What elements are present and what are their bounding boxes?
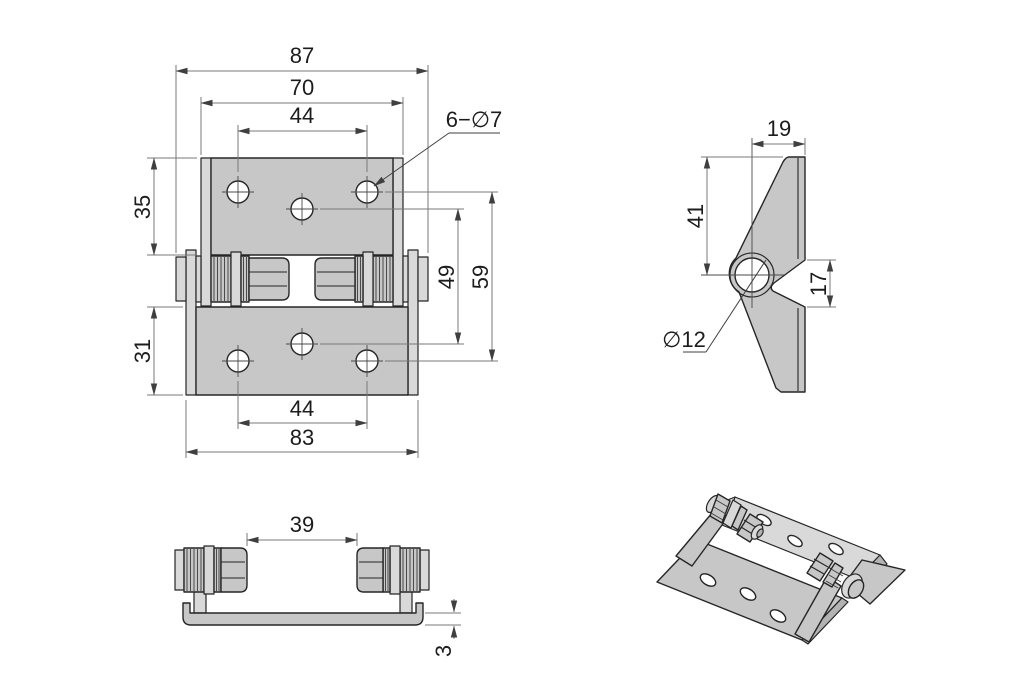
hex-nut-left-bottom — [220, 547, 248, 593]
dim-3-label: 3 — [431, 645, 456, 657]
pin-washers — [175, 255, 429, 303]
dim-87-label: 87 — [290, 43, 314, 68]
knurl-hatch — [243, 257, 247, 301]
knurl-hatch — [216, 549, 220, 591]
hinge-barrel-left — [210, 251, 290, 307]
dim-70-label: 70 — [290, 75, 314, 100]
hole — [351, 176, 383, 208]
dim-flange-width-70: 70 — [200, 75, 404, 155]
dim-83-label: 83 — [290, 425, 314, 450]
dim-59-label: 59 — [468, 265, 493, 289]
dim-tab-width-19: 19 — [751, 116, 806, 155]
iso-lower-right-tab — [794, 576, 842, 643]
bottom-view: 39 3 — [174, 512, 461, 657]
mounting-holes — [222, 176, 383, 377]
knurl-hatch — [186, 549, 202, 591]
isometric-view — [656, 493, 906, 645]
dim-31-label: 31 — [130, 339, 155, 363]
front-view: 87 70 44 6−∅7 35 31 — [130, 43, 502, 458]
knurl-hatch — [825, 568, 844, 589]
dim-44-top-label: 44 — [290, 103, 314, 128]
dim-44-bottom-label: 44 — [290, 396, 314, 421]
iso-lower-leaf — [656, 512, 849, 645]
dim-41-label: 41 — [683, 204, 708, 228]
hole — [351, 345, 383, 377]
dim-35-label: 35 — [130, 195, 155, 219]
knurl-hatch — [357, 257, 361, 301]
dim-tab-height-41: 41 — [683, 156, 783, 276]
hex-nut-right-bottom — [356, 547, 384, 593]
knurl-hatch — [710, 499, 729, 521]
hole — [286, 193, 318, 225]
knurl-hatch — [213, 257, 229, 301]
hole-callout-6x7: 6−∅7 — [373, 107, 502, 187]
iso-lower-barrel — [806, 552, 865, 599]
hinge-barrel-right — [314, 251, 394, 307]
hex-nut-left — [248, 257, 290, 301]
dia-12-label: ∅12 — [662, 327, 706, 352]
barrel-left-bottom-view — [174, 545, 248, 595]
pin-diameter-callout: ∅12 — [662, 259, 767, 353]
knurl-hatch — [385, 549, 389, 591]
centerlines — [701, 138, 784, 308]
hole — [222, 345, 254, 377]
hole — [222, 176, 254, 208]
dim-overall-width-87: 87 — [175, 43, 429, 253]
dim-bottom-plate-width-83: 83 — [185, 400, 419, 458]
dim-plate-thickness-3: 3 — [425, 599, 461, 657]
dim-hole-spacing-bottom-44: 44 — [237, 381, 368, 429]
dim-plate-gap-17: 17 — [806, 259, 836, 308]
dim-top-plate-height-35: 35 — [130, 157, 197, 256]
dim-39-label: 39 — [290, 512, 314, 537]
dim-outer-hole-span-59: 59 — [385, 191, 498, 362]
dim-hole-spacing-top-44: 44 — [237, 103, 368, 172]
dim-49-label: 49 — [434, 265, 459, 289]
dim-nut-clearance-39: 39 — [246, 512, 358, 546]
barrel-right-bottom-view — [356, 545, 430, 595]
knurl-hatch — [375, 257, 391, 301]
dim-19-label: 19 — [767, 116, 791, 141]
hole — [286, 328, 318, 360]
iso-upper-barrel — [705, 493, 764, 543]
dim-inner-hole-span-49: 49 — [320, 208, 464, 345]
side-view: 19 41 17 ∅12 — [662, 116, 836, 393]
channel-plate — [182, 602, 424, 626]
dim-bottom-plate-height-31: 31 — [130, 306, 183, 396]
hole-callout-label: 6−∅7 — [446, 107, 502, 132]
hex-nut-right — [314, 257, 356, 301]
dim-17-label: 17 — [806, 272, 831, 296]
knurl-hatch — [402, 549, 418, 591]
